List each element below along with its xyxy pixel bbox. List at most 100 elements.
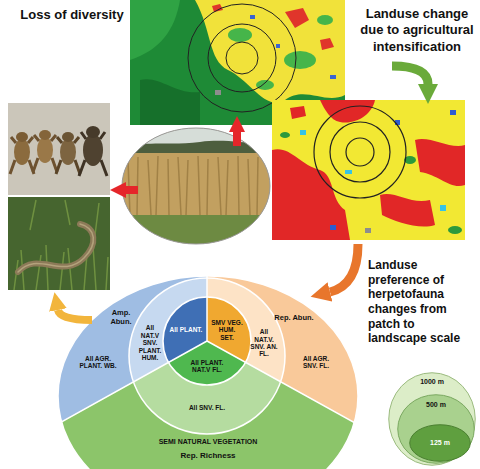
frogs-photo-part-part <box>56 137 80 174</box>
ring-sector: Amp. Abun. All AGR. PLANT. WB. <box>58 300 148 400</box>
sector-heading: Amp. Abun. <box>101 309 141 326</box>
caption-text: Landuse change due to agricultural inten… <box>358 6 476 55</box>
landuse-map-after <box>272 100 465 240</box>
landuse-map-after-part <box>440 205 446 211</box>
sector-heading: Rep. Abun. <box>274 314 314 323</box>
results-chart-part-part <box>0 341 480 469</box>
landuse-map-before-part <box>226 42 258 74</box>
scale-label: 125 m <box>422 439 458 447</box>
flow-arrows-part <box>392 66 428 84</box>
sector-label: All PLANT. NAT.V FL. <box>187 359 227 374</box>
frogs-photo-part-part <box>14 139 30 165</box>
circle-shape <box>398 395 475 464</box>
frogs-photo-part-part <box>37 137 53 163</box>
landuse-map-after-part <box>330 225 336 230</box>
sector-label: All PLANT. <box>169 326 203 333</box>
flow-arrows-part <box>58 310 92 320</box>
landuse-map-after-part <box>300 130 306 135</box>
frogs-photo-part-part <box>33 135 57 172</box>
results-chart-part-part <box>207 0 480 469</box>
frogs-photo-part-part <box>60 139 76 165</box>
ring-sector: All PLANT. <box>165 312 207 348</box>
frogs-photo-part <box>10 132 34 174</box>
ring-sector: All NAT.V. SNV. AN. FL. <box>248 318 284 368</box>
caption-text: Landuse preference of herpetofauna chang… <box>368 258 476 346</box>
landuse-map-before-part <box>256 80 274 90</box>
landuse-map-before-part <box>317 15 333 25</box>
flow-arrows-part <box>126 186 138 194</box>
frogs-photo-part <box>8 103 110 195</box>
flow-arrows-part <box>330 244 358 292</box>
snake-photo-part <box>8 197 110 290</box>
sector-label: SMV VEG. HUM. SET. <box>211 319 243 341</box>
landuse-map-after-part <box>280 132 290 138</box>
landuse-map-after-part <box>380 194 435 227</box>
landuse-map-after-part <box>448 226 462 234</box>
results-chart-part-part <box>0 341 480 469</box>
paddy-field-photo-part <box>120 215 272 246</box>
frogs-photo-part <box>79 126 107 176</box>
landuse-map-after-part <box>272 100 465 240</box>
landuse-map-after-part <box>415 139 465 186</box>
ring-sector: SMV VEG. HUM. SET. <box>208 312 248 348</box>
paddy-field-photo-part <box>120 126 272 246</box>
ring-sector: All SNV. FL. <box>182 396 232 420</box>
sector-label: All NAT.V SNV. PLANT. HUM. <box>136 324 164 361</box>
snake-photo-part <box>14 200 108 290</box>
photo-frame <box>122 128 270 244</box>
sector-heading: Rep. Richness <box>158 451 258 460</box>
landuse-map-after-part <box>346 138 374 166</box>
results-chart-part <box>163 297 251 385</box>
landuse-map-before-part <box>284 51 316 69</box>
sector-heading: SEMI NATURAL VEGETATION <box>143 438 273 446</box>
frogs-photo-part-part <box>39 130 51 140</box>
landuse-map-after-part <box>365 228 371 233</box>
landuse-map-after-part <box>290 106 306 119</box>
paddy-field-photo-part <box>128 156 258 215</box>
results-chart-part-part <box>0 0 207 456</box>
ring-sector: SEMI NATURAL VEGETATION Rep. Richness <box>140 436 276 466</box>
landuse-map-before-part <box>130 0 180 60</box>
scale-circle: 500 m 125 m <box>397 394 475 464</box>
landuse-map-before-part <box>140 79 200 125</box>
scale-circle: 125 m <box>409 424 471 462</box>
snake-photo-part <box>18 224 93 272</box>
sector-label: All AGR. SNV. FL. <box>297 355 335 370</box>
frogs-photo-part-part <box>86 126 100 138</box>
ring-sector: All NAT.V SNV. PLANT. HUM. <box>132 318 168 368</box>
sector-label: All NAT.V. SNV. AN. FL. <box>250 328 278 358</box>
landuse-map-before-part <box>285 8 309 28</box>
snake-photo <box>8 197 110 290</box>
frogs-photo-part-part <box>10 137 34 174</box>
landuse-map-after-part <box>272 149 350 240</box>
sector-label: All SNV. FL. <box>187 404 227 411</box>
frogs-photo-part-part <box>62 132 74 142</box>
landuse-map-before-part <box>195 0 345 103</box>
frogs-photo-part-part <box>16 132 28 142</box>
landuse-map-after-part <box>314 106 406 198</box>
landuse-map-after-part <box>450 110 456 115</box>
landuse-map-before-part <box>276 44 280 48</box>
ring-sector: All PLANT. NAT.V FL. <box>182 354 232 380</box>
landuse-map-before-part <box>228 28 252 42</box>
scale-label: 500 m <box>418 401 454 409</box>
flow-arrows-part <box>233 132 241 146</box>
frogs-photo-part <box>33 130 57 172</box>
paddy-field-photo <box>120 126 272 246</box>
results-chart-part <box>58 276 358 469</box>
landuse-map-before-part <box>320 38 334 50</box>
landuse-map-after-part <box>330 122 390 182</box>
caption-text: Loss of diversity <box>20 6 124 25</box>
scale-circle: 1000 m500 m125 m <box>388 372 476 466</box>
landuse-map-before-part <box>188 4 296 112</box>
frogs-photo-part <box>56 132 80 174</box>
sector-label: All AGR. PLANT. WB. <box>79 355 117 370</box>
landuse-map-before-part <box>215 90 221 95</box>
landuse-map-before-part <box>330 75 336 79</box>
